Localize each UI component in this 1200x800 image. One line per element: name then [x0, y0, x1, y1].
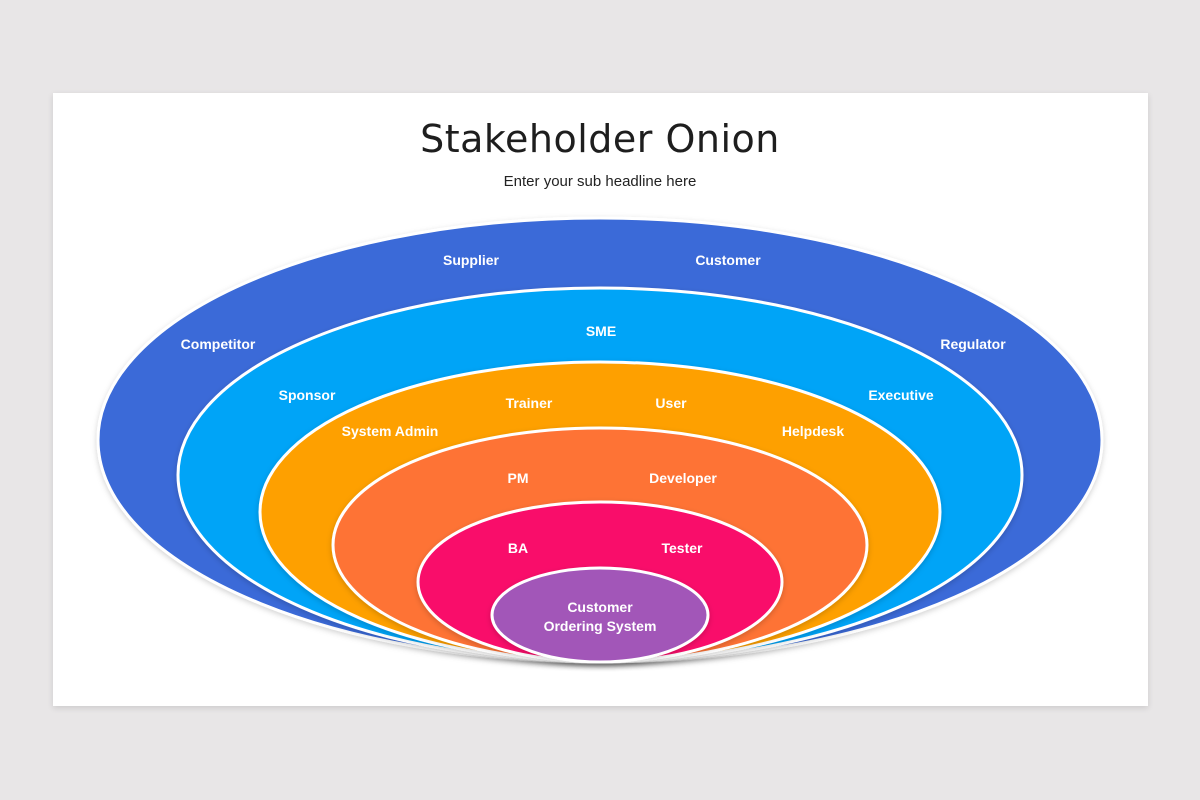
layer-core — [490, 566, 710, 664]
label-ba: BA — [508, 540, 528, 556]
label-tester: Tester — [662, 540, 704, 556]
label-sme: SME — [586, 323, 616, 339]
label-developer: Developer — [649, 470, 717, 486]
label-supplier: Supplier — [443, 252, 500, 268]
page-subtitle: Enter your sub headline here — [503, 173, 697, 190]
label-helpdesk: Helpdesk — [782, 423, 844, 439]
label-executive: Executive — [868, 387, 934, 403]
page-title: Stakeholder Onion — [420, 117, 780, 161]
label-core-line2: Ordering System — [544, 618, 657, 634]
label-user: User — [655, 395, 687, 411]
label-competitor: Competitor — [181, 336, 256, 352]
label-system-admin: System Admin — [342, 423, 439, 439]
label-trainer: Trainer — [506, 395, 553, 411]
label-customer: Customer — [695, 252, 761, 268]
label-sponsor: Sponsor — [279, 387, 336, 403]
label-pm: PM — [508, 470, 529, 486]
label-regulator: Regulator — [940, 336, 1006, 352]
label-core-line1: Customer — [567, 599, 633, 615]
